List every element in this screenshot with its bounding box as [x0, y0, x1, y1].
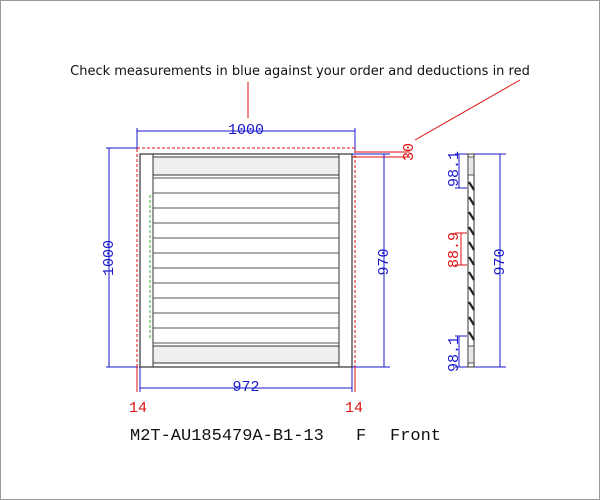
left-deduction-label: 14	[129, 400, 147, 417]
right-deduction-label: 14	[345, 400, 363, 417]
drawing-label: M2T-AU185479A-B1-13 F Front	[130, 427, 441, 446]
overall-width-label: 1000	[228, 122, 264, 139]
side-top-rail-dimension: 98.1	[446, 151, 467, 189]
louvre-sections	[468, 181, 475, 341]
product-code: M2T-AU185479A-B1-13	[130, 427, 324, 446]
view-name: Front	[390, 427, 441, 446]
side-bottom-rail-label: 98.1	[446, 336, 463, 372]
side-section	[467, 153, 475, 368]
inner-width-label: 972	[232, 379, 259, 396]
side-pitch-label: 88.9	[446, 232, 463, 268]
inner-height-label: 970	[376, 248, 393, 275]
side-height-dimension: 970	[475, 153, 509, 368]
top-deduction-label: 30	[401, 143, 418, 161]
face-code: F	[356, 427, 366, 446]
top-rail	[152, 156, 340, 176]
note-leader-red	[414, 79, 521, 141]
louvres	[153, 177, 339, 344]
side-bottom-rail-dimension: 98.1	[446, 335, 467, 372]
inner-height-dimension: 970	[352, 153, 393, 368]
instruction-note: Check measurements in blue against your …	[70, 64, 530, 79]
inner-width-dimension: 972	[139, 367, 353, 396]
height-dimension: 1000	[101, 147, 138, 368]
overall-height-label: 1000	[101, 240, 118, 276]
bottom-rail	[152, 345, 340, 364]
side-height-label: 970	[492, 248, 509, 275]
side-pitch-dimension: 88.9	[446, 232, 467, 268]
side-top-rail-label: 98.1	[446, 151, 463, 187]
width-dimension: 1000	[136, 122, 356, 150]
shutter-panel	[139, 153, 353, 368]
